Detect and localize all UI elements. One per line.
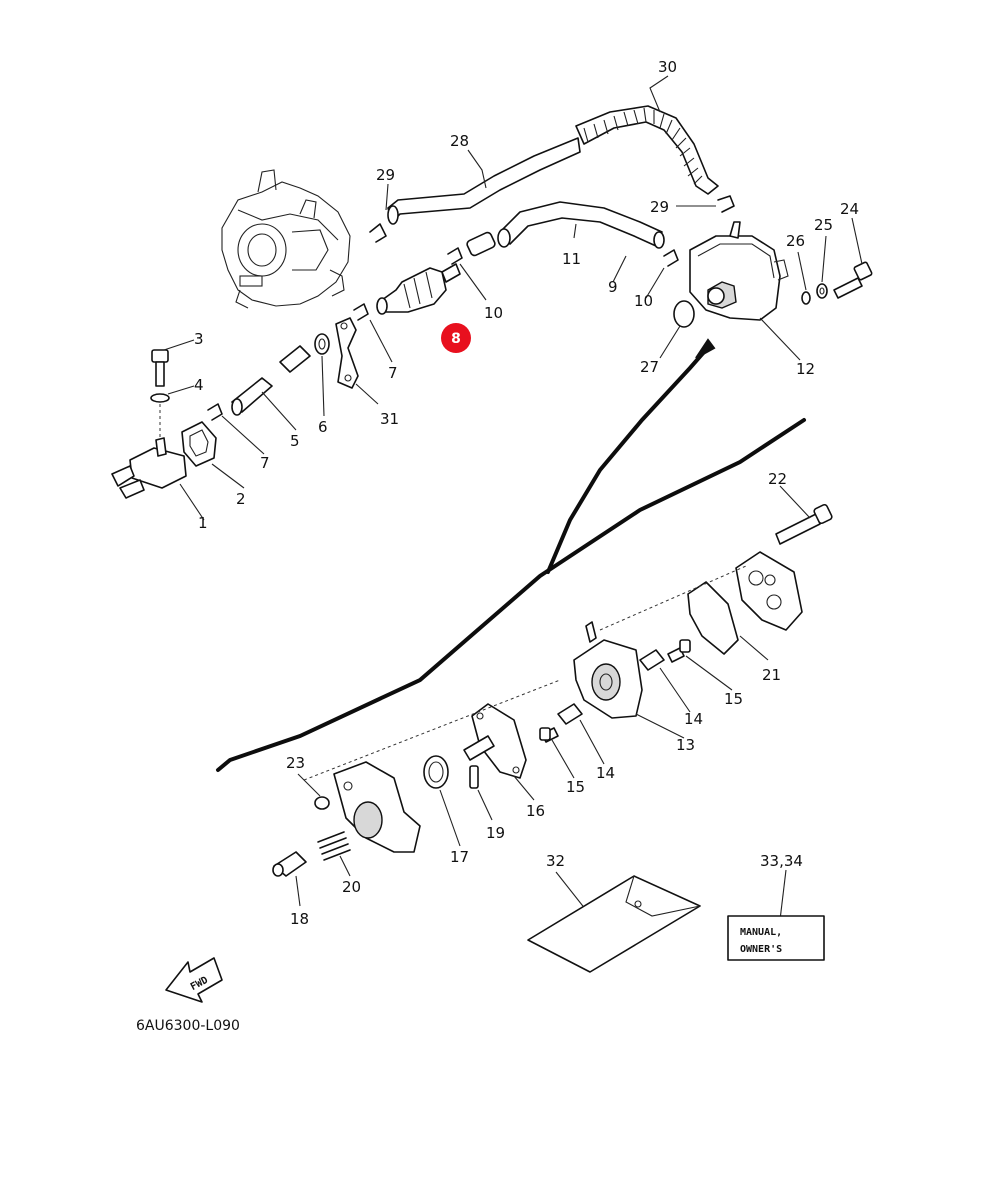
clip-10-right: [663, 249, 679, 267]
screw-22: [775, 503, 833, 545]
callout-18: 18: [290, 910, 309, 928]
callout-31: 31: [380, 410, 399, 428]
clip-10-left: [447, 247, 463, 265]
callout-23: 23: [286, 754, 305, 772]
cover-21: [735, 551, 803, 631]
washer-26: [801, 291, 811, 305]
callout-15-lower: 15: [566, 778, 585, 796]
callout-30: 30: [658, 58, 677, 76]
callout-10-left: 10: [484, 304, 503, 322]
screw-15-upper: [667, 639, 691, 663]
fuel-pump-assembly-12: [689, 221, 789, 321]
callout-17: 17: [450, 848, 469, 866]
callout-21: 21: [762, 666, 781, 684]
fuel-filter-8: [376, 263, 461, 315]
spring-20: [317, 831, 351, 861]
callout-9: 9: [608, 278, 618, 296]
callout-5: 5: [290, 432, 300, 450]
callout-19: 19: [486, 824, 505, 842]
callout-14-lower: 14: [596, 764, 615, 782]
callout-1: 1: [198, 514, 208, 532]
detail-pointer-arrow: [216, 338, 806, 772]
callout-15-upper: 15: [724, 690, 743, 708]
corrugated-hose-30: [575, 105, 719, 195]
callout-29-right: 29: [650, 198, 669, 216]
callout-22: 22: [768, 470, 787, 488]
callout-7-upper: 7: [388, 364, 398, 382]
gasket-2: [181, 421, 217, 467]
washer-4: [150, 393, 170, 403]
joint-1: [111, 404, 187, 499]
leader-lines: [163, 75, 863, 921]
screw-15-lower: [539, 727, 559, 743]
pin-19: [469, 765, 479, 789]
callout-13: 13: [676, 736, 695, 754]
owners-manual-33-34: MANUAL, OWNER'S: [727, 915, 825, 961]
clip-7-lower: [207, 403, 223, 421]
callout-12: 12: [796, 360, 815, 378]
bolt-24: [833, 261, 873, 299]
diaphragm: [687, 581, 739, 655]
fwd-arrow-icon: FWD: [165, 957, 223, 1003]
pump-body-13: [573, 621, 643, 719]
plate-31: [335, 317, 359, 389]
diagram-code: 6AU6300-L090: [136, 1018, 240, 1034]
valve-14-upper: [639, 649, 665, 671]
plunger-18: [272, 851, 307, 877]
fuel-hose-11: [497, 201, 665, 249]
callout-14-upper: 14: [684, 710, 703, 728]
callout-6: 6: [318, 418, 328, 436]
carburetor-drawing: [221, 169, 351, 309]
clip-29-left: [369, 223, 387, 243]
hose-joint: [466, 231, 496, 257]
spring-17: [423, 755, 449, 789]
highlight-label: 8: [451, 331, 461, 347]
hose-5: [231, 345, 311, 416]
washer-25: [816, 283, 828, 299]
callout-24: 24: [840, 200, 859, 218]
callout-4: 4: [194, 376, 204, 394]
clip-7-upper: [353, 303, 369, 321]
callout-10-right: 10: [634, 292, 653, 310]
callout-29-left: 29: [376, 166, 395, 184]
callout-3: 3: [194, 330, 204, 348]
callout-32: 32: [546, 852, 565, 870]
nut-23: [314, 796, 330, 810]
callout-labels: 30 28 29 29 24 25 26 11 9 10 10 27 12 3 …: [194, 58, 859, 928]
body-16-base: [333, 761, 421, 853]
fuel-hose-28: [387, 137, 581, 225]
callout-27: 27: [640, 358, 659, 376]
o-ring-27: [673, 300, 695, 328]
bolt-3: [151, 349, 169, 387]
callout-2: 2: [236, 490, 246, 508]
callout-20: 20: [342, 878, 361, 896]
valve-14-lower: [557, 703, 583, 725]
callout-25: 25: [814, 216, 833, 234]
callout-7-lower: 7: [260, 454, 270, 472]
clamp-6: [314, 333, 330, 355]
callout-11: 11: [562, 250, 581, 268]
callout-26: 26: [786, 232, 805, 250]
callout-28: 28: [450, 132, 469, 150]
housing-16: [463, 703, 527, 779]
highlight-badge-8: 8: [441, 323, 471, 353]
manual-line-1: MANUAL,: [740, 927, 782, 938]
callout-33-34: 33,34: [760, 852, 803, 870]
bag-32: [527, 875, 701, 973]
clip-29-right: [717, 195, 735, 213]
callout-16: 16: [526, 802, 545, 820]
manual-line-2: OWNER'S: [740, 944, 782, 955]
